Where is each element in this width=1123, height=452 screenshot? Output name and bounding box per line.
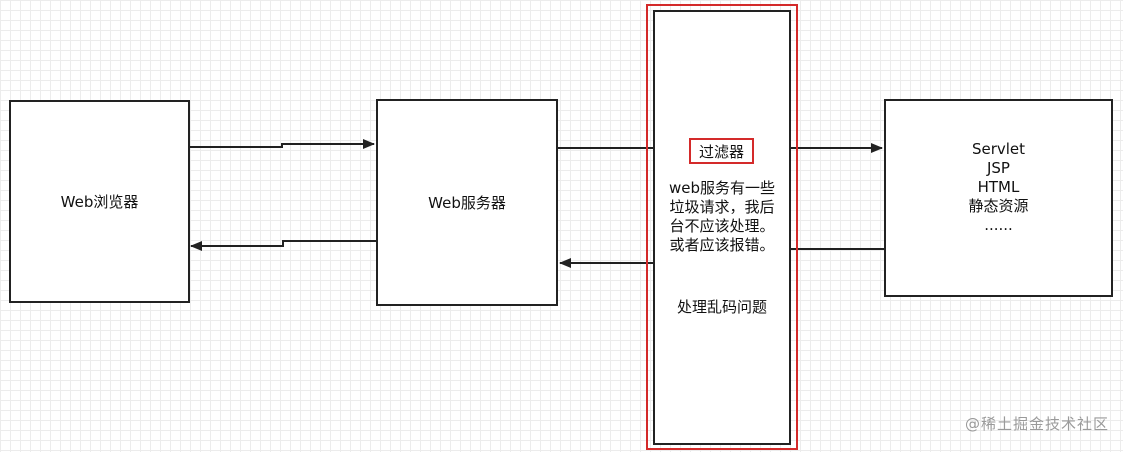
filter-description: web服务有一些 垃圾请求，我后 台不应该处理。 或者应该报错。	[655, 179, 789, 255]
filter-title-box: 过滤器	[689, 138, 754, 164]
filter-description-line: 垃圾请求，我后	[669, 198, 775, 216]
resource-item-jsp: JSP	[986, 158, 1010, 177]
filter-description-line: web服务有一些	[668, 179, 776, 197]
web-server-box: Web服务器	[376, 99, 558, 306]
resource-item-html: HTML	[977, 177, 1020, 196]
request-arrow-browser-to-server	[190, 139, 375, 149]
filter-description-line: 或者应该报错。	[669, 236, 775, 254]
filter-description-line: 台不应该处理。	[669, 217, 775, 235]
resource-item-static: 静态资源	[968, 196, 1029, 215]
web-server-label: Web服务器	[428, 194, 506, 212]
server-resources-list: Servlet JSP HTML 静态资源 ......	[968, 140, 1028, 235]
response-arrow-server-to-browser	[190, 240, 376, 251]
web-browser-label: Web浏览器	[60, 193, 139, 211]
resource-item-ellipsis: ......	[984, 215, 1013, 234]
watermark-text: @稀土掘金技术社区	[964, 415, 1109, 433]
web-browser-box: Web浏览器	[9, 100, 190, 303]
filter-highlight-border	[646, 4, 798, 450]
server-resources-box: Servlet JSP HTML 静态资源 ......	[884, 99, 1113, 297]
filter-box	[653, 10, 791, 445]
filter-title: 过滤器	[698, 142, 744, 161]
filter-note: 处理乱码问题	[676, 298, 767, 316]
resource-item-servlet: Servlet	[971, 139, 1026, 158]
